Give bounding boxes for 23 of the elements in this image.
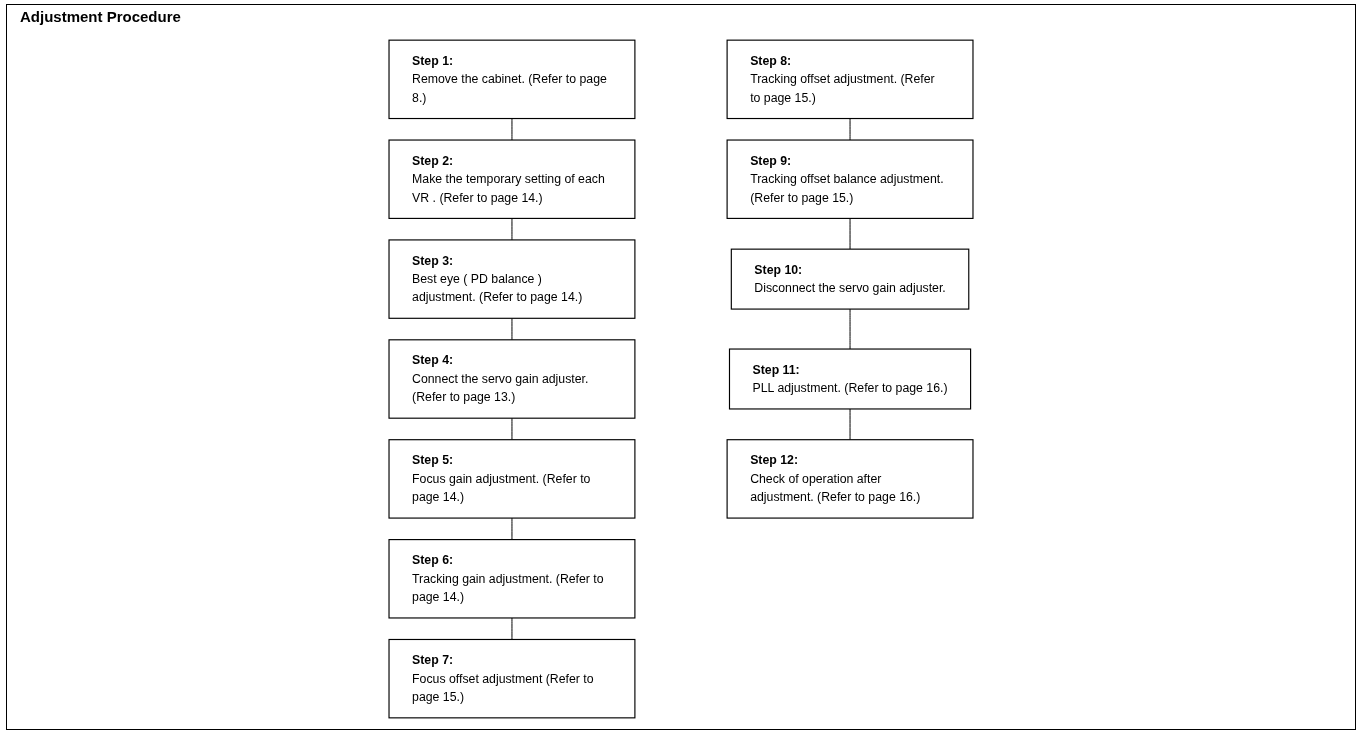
node-box: Step 4: Connect the servo gain adjuster. (Refer to page 13.) xyxy=(388,339,636,419)
diagram-title: Adjustment Procedure xyxy=(20,8,181,25)
connector xyxy=(511,217,513,241)
node-box: Step 3: Best eye ( PD balance ) adjustment. (Refer to page 14.) xyxy=(388,239,636,319)
node-box: Step 7: Focus offset adjustment (Refer to page 15.) xyxy=(388,638,636,719)
connector xyxy=(849,217,851,250)
node-box: Step 12: Check of operation after adjustment. (Refer to page 16.) xyxy=(726,439,974,519)
node-box: Step 6: Tracking gain adjustment. (Refer to page 14.) xyxy=(388,539,636,619)
node-box: Step 8: Tracking offset adjustment. (Refer to page 15.) xyxy=(726,39,974,120)
node-box: Step 10: Disconnect the servo gain adjuster. xyxy=(730,248,970,310)
node-box: Step 11: PLL adjustment. (Refer to page 16.) xyxy=(728,348,972,410)
connector xyxy=(849,408,851,441)
connector xyxy=(511,417,513,441)
node-box: Step 5: Focus gain adjustment. (Refer to page 14.) xyxy=(388,439,636,519)
connector xyxy=(511,617,513,640)
connector xyxy=(511,118,513,141)
connector xyxy=(511,317,513,341)
connector xyxy=(511,517,513,541)
node-box: Step 2: Make the temporary setting of each VR . (Refer to page 14.) xyxy=(388,139,636,219)
node-box: Step 1: Remove the cabinet. (Refer to page 8.) xyxy=(388,39,636,120)
connector xyxy=(849,308,851,350)
node-box: Step 9: Tracking offset balance adjustment.(Refer to page 15.) xyxy=(726,139,974,219)
connector xyxy=(849,118,851,141)
